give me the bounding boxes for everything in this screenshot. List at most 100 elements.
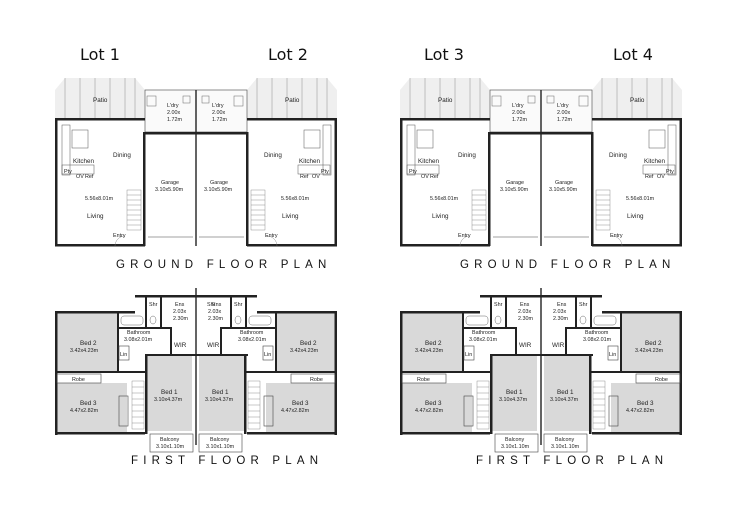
fridge-label: Ref — [645, 174, 654, 180]
garage-dim-label: 3.10x5.90m — [155, 187, 184, 193]
balcony-label: Balcony — [210, 437, 229, 443]
laundry-dim-label: 1.72m — [167, 117, 182, 123]
shower-label: Shr — [579, 302, 588, 308]
garage-dim-label: 3.10x5.90m — [549, 187, 578, 193]
balcony-label: Balcony — [555, 437, 574, 443]
ensuite-label: Ens — [212, 302, 222, 308]
garage-label: Garage — [210, 180, 228, 186]
shower-label: Shr — [207, 302, 216, 308]
bathroom-label: Bathroom — [127, 330, 151, 336]
kitchen-label: Kitchen — [418, 158, 440, 165]
living-dim-label: 5.56x8.01m — [281, 196, 310, 202]
ensuite-dim-label: 2.30m — [518, 316, 533, 322]
ensuite-dim-label: 2.03x — [173, 309, 186, 315]
ground-floor-plan-lots-1-2: Patio Patio L'dry 2.00x 1.72m L'dry 2.00… — [55, 78, 337, 247]
pantry-label: Pty — [666, 169, 674, 175]
ground-floor-caption: GROUND FLOOR PLAN — [116, 259, 332, 271]
bed-2-dim-label: 3.42x4.23m — [415, 348, 444, 354]
bed-3-label: Bed 3 — [425, 400, 442, 407]
bed-1-dim-label: 3.10x4.37m — [550, 397, 579, 403]
ensuite-dim-label: 2.30m — [173, 316, 188, 322]
bed-1-shade — [492, 356, 537, 431]
ensuite-label: Ens — [175, 302, 185, 308]
living-label: Living — [87, 213, 104, 220]
ensuite-label: Ens — [557, 302, 567, 308]
bed-3-dim-label: 4.47x2.82m — [415, 408, 444, 414]
bed-2-label: Bed 2 — [300, 340, 317, 347]
living-label: Living — [282, 213, 299, 220]
patio-area-lot-1 — [55, 78, 145, 120]
lot-3-label: Lot 3 — [424, 45, 464, 64]
laundry-label: L'dry — [557, 103, 569, 109]
bed-3-label: Bed 3 — [637, 400, 654, 407]
bed-1-dim-label: 3.10x4.37m — [499, 397, 528, 403]
lot-4-label: Lot 4 — [613, 45, 653, 64]
patio-label: Patio — [630, 97, 645, 104]
bed-3-dim-label: 4.47x2.82m — [626, 408, 655, 414]
bed-1-shade — [147, 356, 192, 431]
ensuite-dim-label: 2.30m — [553, 316, 568, 322]
bed-2-label: Bed 2 — [425, 340, 442, 347]
laundry-dim-label: 2.00x — [512, 110, 525, 116]
balcony-label: Balcony — [505, 437, 524, 443]
bed-3-dim-label: 4.47x2.82m — [70, 408, 99, 414]
bed-2-shade — [277, 313, 335, 371]
bed-3-shade — [266, 383, 335, 433]
bed-3-shade — [611, 383, 680, 433]
patio-area-lot-3 — [400, 78, 490, 120]
laundry-dim-label: 1.72m — [212, 117, 227, 123]
bed-3-label: Bed 3 — [292, 400, 309, 407]
oven-label: OV — [76, 174, 84, 180]
balcony-dim-label: 3.10x1.10m — [501, 444, 530, 450]
living-label: Living — [432, 213, 449, 220]
fridge-label: Ref — [430, 174, 439, 180]
bathroom-label: Bathroom — [240, 330, 264, 336]
bed-2-shade — [622, 313, 680, 371]
bed-2-label: Bed 2 — [80, 340, 97, 347]
laundry-label: L'dry — [212, 103, 224, 109]
bed-2-dim-label: 3.42x4.23m — [70, 348, 99, 354]
patio-label: Patio — [93, 97, 108, 104]
lot-2-label: Lot 2 — [268, 45, 308, 64]
oven-label: OV — [421, 174, 429, 180]
robe-label: Robe — [655, 377, 668, 383]
walk-in-robe-label: WIR — [552, 342, 565, 349]
bed-2-shade — [57, 313, 117, 371]
bathroom-dim-label: 3.08x2.01m — [238, 337, 267, 343]
bed-1-label: Bed 1 — [557, 389, 574, 396]
linen-label: Lin — [120, 352, 127, 358]
walk-in-robe-label: WIR — [519, 342, 532, 349]
laundry-dim-label: 2.00x — [557, 110, 570, 116]
balcony-dim-label: 3.10x1.10m — [551, 444, 580, 450]
bed-1-label: Bed 1 — [161, 389, 178, 396]
laundry-dim-label: 1.72m — [557, 117, 572, 123]
living-dim-label: 5.56x8.01m — [85, 196, 114, 202]
first-floor-caption: FIRST FLOOR PLAN — [131, 455, 323, 467]
ensuite-dim-label: 2.03x — [518, 309, 531, 315]
shower-label: Shr — [149, 302, 158, 308]
bed-1-label: Bed 1 — [212, 389, 229, 396]
bathroom-dim-label: 3.08x2.01m — [124, 337, 153, 343]
garage-label: Garage — [555, 180, 573, 186]
ensuite-dim-label: 2.30m — [208, 316, 223, 322]
ground-floor-caption: GROUND FLOOR PLAN — [460, 259, 676, 271]
bathroom-label: Bathroom — [472, 330, 496, 336]
shower-label: Shr — [234, 302, 243, 308]
balcony-dim-label: 3.10x1.10m — [156, 444, 185, 450]
bathroom-dim-label: 3.08x2.01m — [469, 337, 498, 343]
pantry-label: Pty — [409, 169, 417, 175]
dining-label: Dining — [458, 152, 476, 159]
ensuite-label: Ens — [520, 302, 530, 308]
patio-area-lot-2 — [247, 78, 337, 120]
entry-label: Entry — [113, 233, 126, 239]
patio-label: Patio — [438, 97, 453, 104]
bathroom-dim-label: 3.08x2.01m — [583, 337, 612, 343]
ensuite-dim-label: 2.03x — [208, 309, 221, 315]
garage-dim-label: 3.10x5.90m — [204, 187, 233, 193]
first-floor-plan-lots-1-2: Bed 2 3.42x4.23m Bed 2 3.42x4.23m Bathro… — [55, 288, 337, 453]
patio-label: Patio — [285, 97, 300, 104]
laundry-label: L'dry — [167, 103, 179, 109]
robe-label: Robe — [310, 377, 323, 383]
fridge-label: Ref — [300, 174, 309, 180]
